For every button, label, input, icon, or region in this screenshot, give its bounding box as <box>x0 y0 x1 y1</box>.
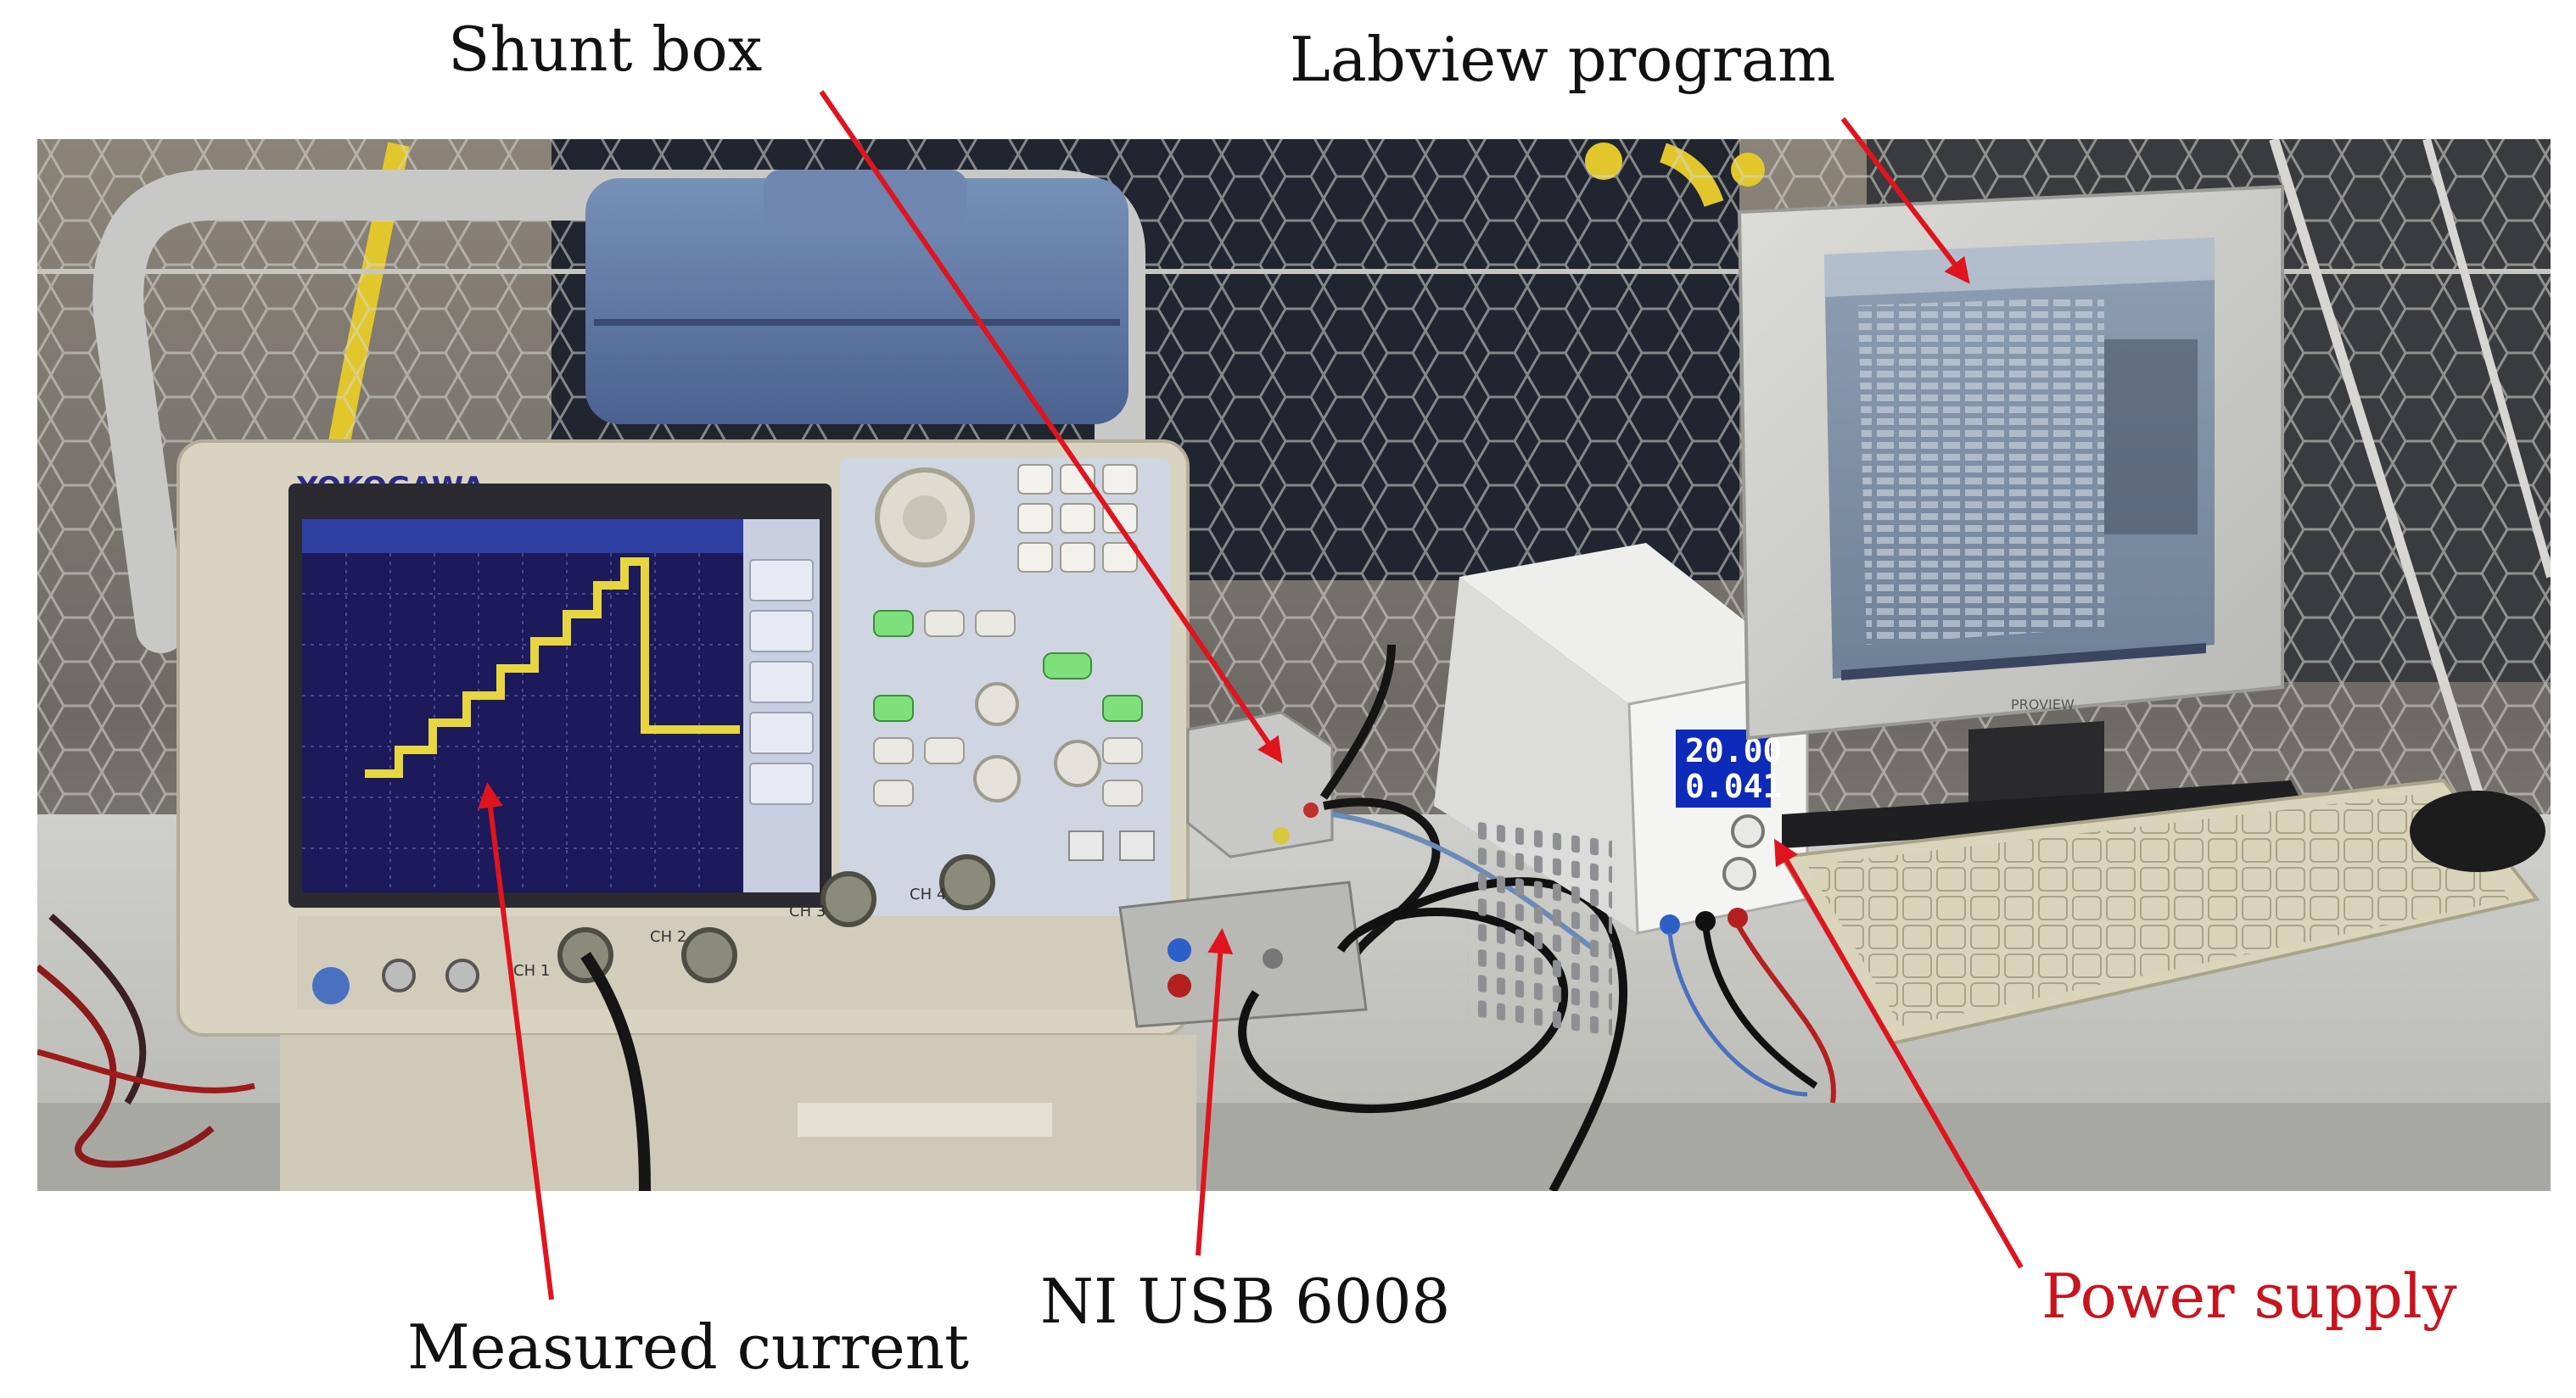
monitor-brand: PROVIEW <box>2011 696 2075 713</box>
arrow-measured-current <box>478 782 554 1300</box>
photo-region: YOKOGAWA <box>37 139 2551 1191</box>
power-supply: 20.00 0.041 <box>1434 543 1836 1104</box>
scope-ch3-label: CH 3 <box>789 903 826 920</box>
ni-usb-6008 <box>1118 877 1627 1191</box>
monitor: PROVIEW <box>1737 184 2308 848</box>
scope-ch4-label: CH 4 <box>910 886 946 903</box>
oscilloscope: YOKOGAWA <box>92 170 1196 1191</box>
arrow-shunt-box <box>819 90 1283 763</box>
label-power-supply: Power supply <box>2041 1261 2457 1332</box>
keyboard <box>1778 778 2545 1046</box>
label-ni-usb-6008: NI USB 6008 <box>1040 1266 1451 1337</box>
label-measured-current: Measured current <box>407 1311 970 1383</box>
scope-trace <box>365 557 740 778</box>
scope-ch2-label: CH 2 <box>650 928 686 946</box>
annotation-arrows <box>478 90 2024 1300</box>
psu-current-readout: 0.041 <box>1685 768 1782 805</box>
arrow-power-supply <box>1774 838 2024 1269</box>
psu-voltage-readout: 20.00 <box>1685 732 1782 769</box>
scope-ch1-label: CH 1 <box>513 962 550 980</box>
label-shunt-box: Shunt box <box>448 14 763 85</box>
label-labview-program: Labview program <box>1290 24 1836 95</box>
arrow-labview <box>1840 117 1970 284</box>
arrow-ni-usb <box>1196 928 1234 1256</box>
psu-display <box>1676 730 1771 808</box>
